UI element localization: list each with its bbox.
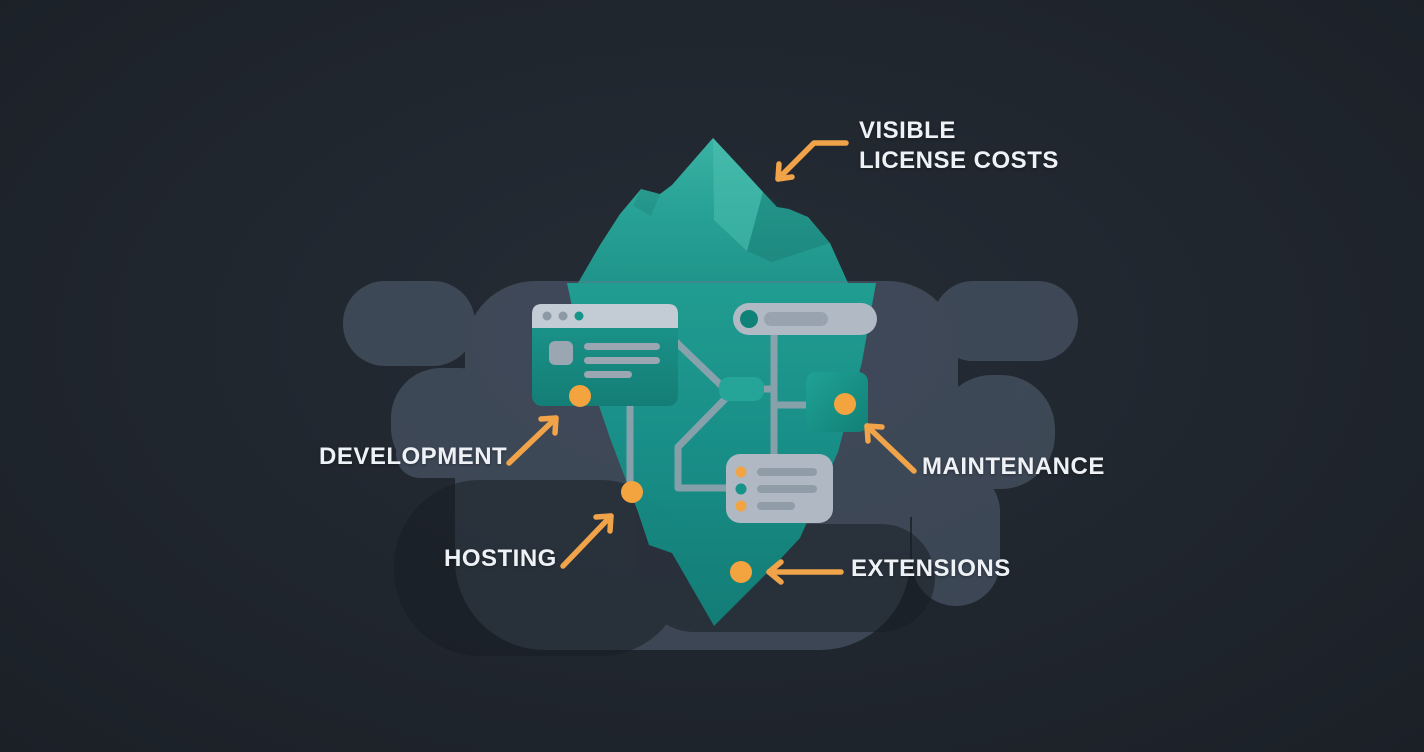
visible-costs-arrowhead [775,161,795,182]
label-visible-line2: LICENSE COSTS [859,147,1059,174]
text-line-placeholder [584,343,660,350]
checklist-bullet-icon [735,466,747,478]
browser-window-card [532,304,678,406]
extensions-arrowhead [766,559,784,585]
hosting-arrow [560,513,614,569]
checklist-line-placeholder [757,468,817,476]
hub-node [719,377,764,401]
iceberg-shoulder-facet [633,189,660,216]
label-visible-line1: VISIBLE [859,117,956,144]
checklist-line-placeholder [757,502,795,510]
checklist-line-placeholder [757,485,817,493]
water-lobe [343,281,475,366]
browser-card-header [532,304,678,328]
label-visible-license-costs: VISIBLE LICENSE COSTS [859,116,1059,176]
water-lobe [396,430,510,478]
callout-arrows [506,140,917,585]
checklist-card [726,454,833,523]
browser-card-body [532,304,678,406]
water-lobe [391,368,509,478]
marker-dots [569,385,856,583]
visible-costs-arrow [775,140,849,182]
iceberg-left-edge-marker-dot [621,481,643,503]
thumbnail-placeholder [549,341,573,365]
label-hosting: HOSTING [444,545,557,572]
checklist-bullet-icon [735,500,747,512]
hosting-arrowhead [593,513,614,534]
connector-line [674,393,731,492]
water-lobe [933,281,1078,361]
browser-card-marker-dot [569,385,591,407]
iceberg-sunlit-face [713,138,763,251]
window-dot-icon [542,311,552,321]
module-card-marker-dot [834,393,856,415]
label-development: DEVELOPMENT [319,443,508,470]
text-line-placeholder [584,357,660,364]
water-lobe [938,375,1055,489]
development-arrow [506,415,559,466]
text-line-placeholder [584,371,632,378]
label-extensions: EXTENSIONS [851,555,1011,582]
search-pill-card [733,303,877,335]
development-arrowhead [538,415,559,436]
pill-status-dot-icon [740,310,758,328]
window-dot-icon [558,311,568,321]
connector-line [672,338,732,396]
iceberg-peak-silhouette [578,138,848,283]
label-maintenance: MAINTENANCE [922,453,1105,480]
iceberg-above-water [578,138,848,283]
iceberg-tip-marker-dot [730,561,752,583]
maintenance-arrowhead [864,423,885,444]
iceberg-shadow-facet [747,192,830,262]
pill-text-placeholder [764,312,828,326]
window-dot-icon [574,311,584,321]
maintenance-arrow [864,423,917,474]
checklist-bullet-icon [735,483,747,495]
